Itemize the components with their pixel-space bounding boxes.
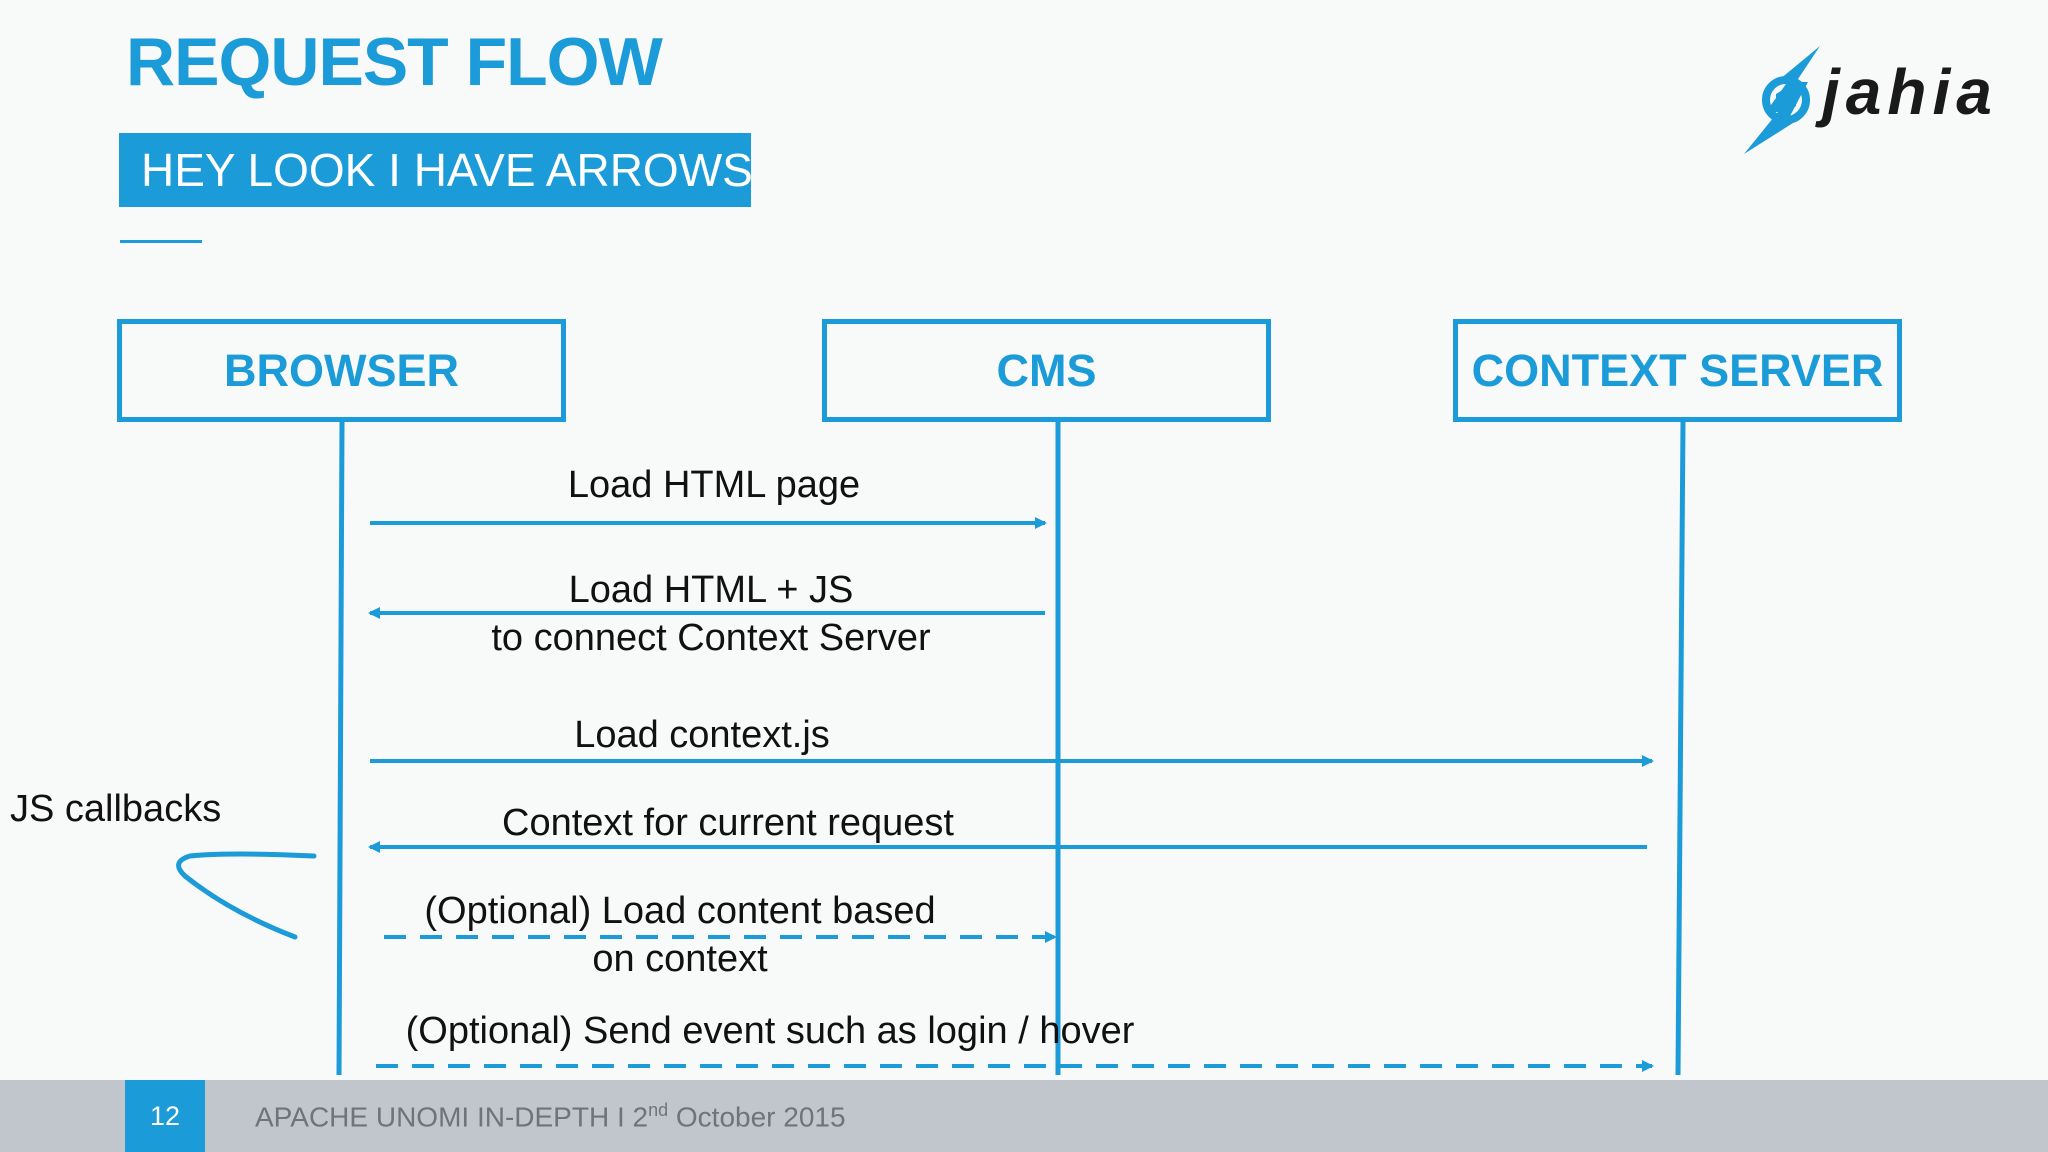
footer-event: APACHE UNOMI IN-DEPTH — [255, 1101, 610, 1133]
slide-subtitle: HEY LOOK I HAVE ARROWS — [119, 133, 753, 207]
message-label-5-line-2: on context — [592, 938, 768, 980]
message-label-2: Load HTML + JS to connect Context Server — [491, 566, 930, 662]
message-label-5: (Optional) Load content based on context — [424, 887, 935, 983]
actor-context-server-label: CONTEXT SERVER — [1471, 344, 1884, 396]
message-label-4: Context for current request — [502, 799, 954, 847]
footer-separator: I — [616, 1101, 625, 1133]
footer-caption: APACHE UNOMI IN-DEPTH I 2nd October 2015 — [255, 1100, 846, 1133]
actor-browser-label: BROWSER — [224, 344, 459, 396]
callback-stroke — [176, 851, 317, 940]
title-underline — [120, 240, 202, 243]
message-label-2-line-1: Load HTML + JS — [568, 569, 854, 611]
lifeline-browser — [336, 421, 345, 1076]
footer-date-rest: October 2015 — [675, 1101, 846, 1133]
message-label-5-line-1: (Optional) Load content based — [424, 890, 936, 932]
jahia-bolt-icon — [1744, 46, 1820, 154]
footer-date-day: 2 — [632, 1101, 649, 1133]
message-label-6: (Optional) Send event such as login / ho… — [406, 1007, 1135, 1055]
lifeline-context-server — [1675, 421, 1686, 1076]
message-label-1-line-1: Load HTML page — [567, 464, 861, 506]
footer-date-suffix: nd — [648, 1100, 669, 1120]
actor-cms-label: CMS — [996, 344, 1097, 396]
actor-context-server: CONTEXT SERVER — [1453, 319, 1902, 422]
page-number-text: 12 — [149, 1100, 181, 1131]
js-callbacks-note: JS callbacks — [10, 788, 222, 830]
message-label-4-line-1: Context for current request — [502, 802, 954, 844]
page-number: 12 — [125, 1080, 205, 1152]
slide-title: REQUEST FLOW — [126, 24, 663, 100]
actor-browser: BROWSER — [117, 319, 566, 422]
message-label-6-line-1: (Optional) Send event such as login / ho… — [405, 1010, 1135, 1052]
message-label-2-line-2: to connect Context Server — [491, 617, 931, 659]
jahia-logo: jahia — [1744, 46, 1998, 154]
message-label-3: Load context.js — [574, 711, 830, 759]
message-label-3-line-1: Load context.js — [574, 714, 830, 756]
footer-bar — [0, 1080, 2048, 1152]
actor-cms: CMS — [822, 319, 1271, 422]
message-label-1: Load HTML page — [568, 461, 860, 509]
logo-wordmark: jahia — [1815, 56, 1998, 128]
